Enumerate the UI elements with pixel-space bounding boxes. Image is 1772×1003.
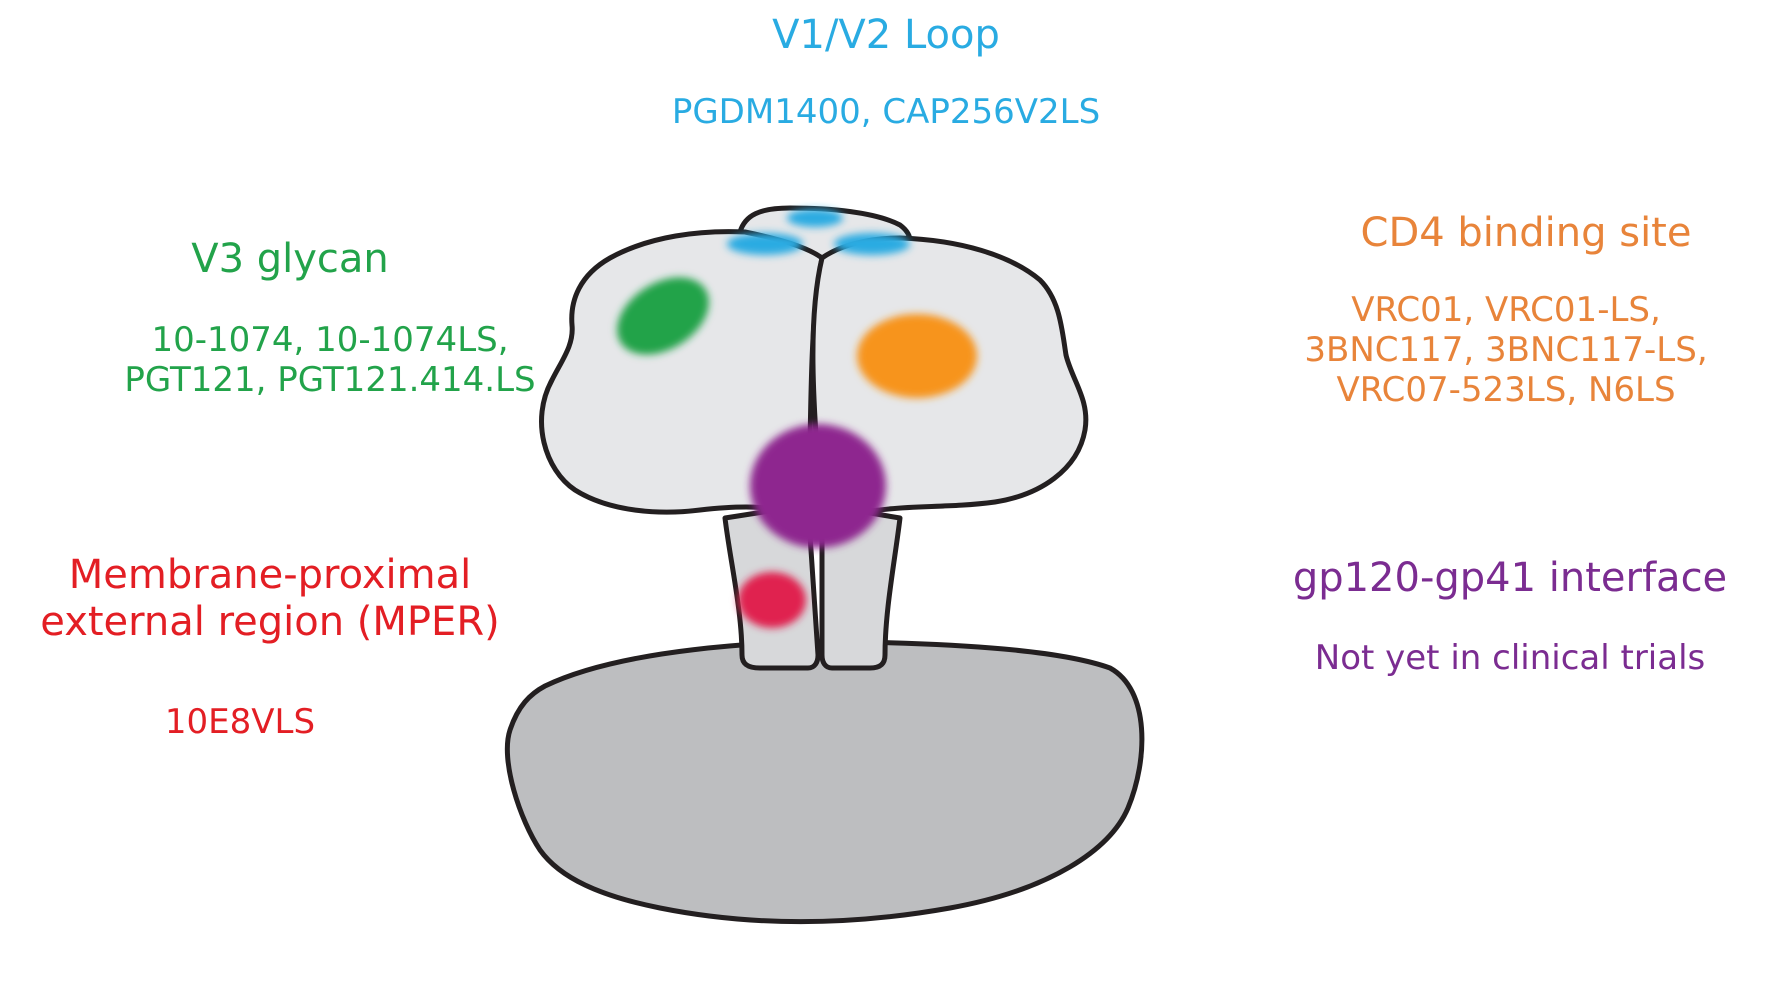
interface-epitope bbox=[750, 424, 886, 548]
cd4-antibody-line-3: VRC07-523LS, N6LS bbox=[1336, 370, 1676, 411]
mper-antibody-line: 10E8VLS bbox=[164, 702, 316, 742]
v3-antibody-line-1: 10-1074, 10-1074LS, bbox=[151, 320, 509, 360]
v1v2-antibodies: PGDM1400, CAP256V2LS bbox=[486, 92, 1286, 132]
viral-membrane bbox=[504, 639, 1145, 924]
v1v2-epitope-left bbox=[727, 233, 803, 255]
mper-title: Membrane-proximal external region (MPER) bbox=[0, 552, 540, 646]
interface-antibodies: Not yet in clinical trials bbox=[1250, 638, 1770, 678]
cd4-antibody-line-2: 3BNC117, 3BNC117-LS, bbox=[1304, 330, 1708, 371]
cd4-antibodies: VRC01, VRC01-LS, 3BNC117, 3BNC117-LS, VR… bbox=[1246, 290, 1766, 410]
v3-antibody-line-2: PGT121, PGT121.414.LS bbox=[124, 360, 536, 401]
v3-glycan-epitope bbox=[617, 277, 709, 355]
cd4-binding-epitope bbox=[857, 314, 977, 398]
mper-antibodies: 10E8VLS bbox=[90, 702, 390, 742]
mper-title-line-2: external region (MPER) bbox=[40, 599, 500, 646]
cd4-antibody-line-1: VRC01, VRC01-LS, bbox=[1351, 290, 1661, 330]
interface-antibody-line: Not yet in clinical trials bbox=[1314, 638, 1706, 678]
mper-epitope bbox=[738, 572, 806, 628]
v1v2-epitope-top bbox=[787, 209, 843, 227]
v1v2-epitope-right bbox=[834, 233, 910, 255]
cd4-binding-site-title: CD4 binding site bbox=[1360, 210, 1692, 256]
v1v2-loop-title: V1/V2 Loop bbox=[772, 12, 1000, 58]
v3-glycan-title: V3 glycan bbox=[191, 236, 389, 282]
gp41-stem-right bbox=[819, 502, 903, 671]
v1v2-antibody-line: PGDM1400, CAP256V2LS bbox=[671, 92, 1101, 132]
mper-title-line-1: Membrane-proximal bbox=[68, 552, 472, 598]
interface-title: gp120-gp41 interface bbox=[1292, 555, 1728, 601]
v3-glycan-antibodies: 10-1074, 10-1074LS, PGT121, PGT121.414.L… bbox=[40, 320, 620, 400]
